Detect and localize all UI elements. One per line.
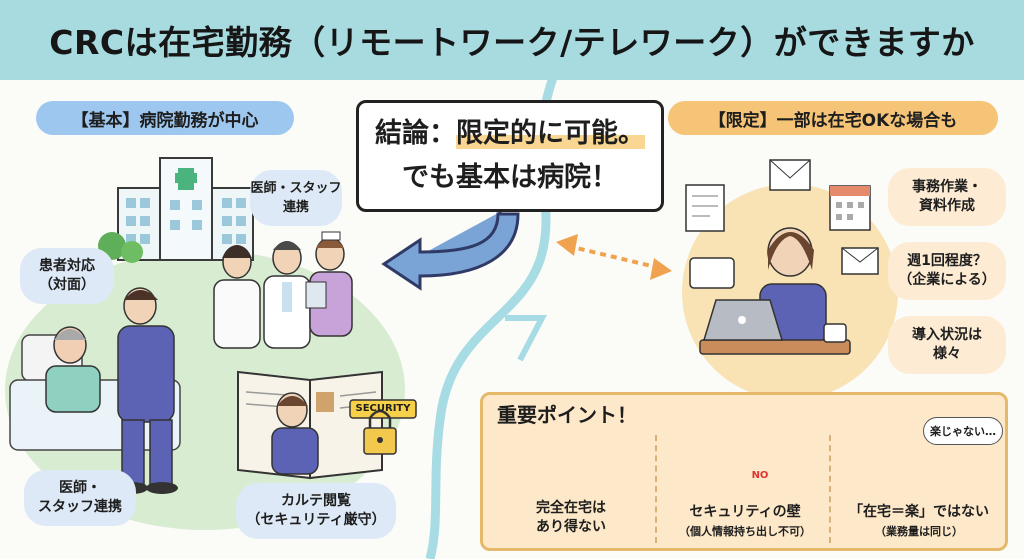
patient-care-bubble: 患者対応 （対面） (20, 248, 114, 304)
limited-section-label: 【限定】一部は在宅OKな場合も (668, 101, 998, 135)
conclusion-line1: 結論：限定的に可能。 (375, 112, 645, 156)
basic-section-label: 【基本】病院勤務が中心 (36, 101, 294, 135)
conclusion-highlight: 限定的に可能。 (456, 118, 645, 149)
adoption-bubble: 導入状況は様々 (888, 316, 1006, 374)
point-card-subtitle: （業務量は同じ） (875, 525, 963, 538)
important-heading: 重要ポイント！ (497, 403, 637, 427)
point-card-workload: 「在宅＝楽」ではない （業務量は同じ） (837, 429, 1001, 547)
medical-staff-group-icon (213, 231, 353, 349)
page-title: CRCは在宅勤務（リモートワーク/テレワーク）ができますか (49, 23, 975, 62)
staff-link-bubble: 医師・スタッフ連携 (250, 170, 342, 226)
clerical-bubble-line2: 資料作成 (919, 198, 975, 214)
remote-worker-icon (685, 159, 879, 355)
clerical-bubble-line1: 事務作業・ (912, 179, 982, 195)
patient-care-icon (9, 287, 181, 494)
frequency-bubble: 週1回程度？ （企業による） (888, 242, 1006, 300)
medical-record-book-icon (237, 370, 417, 480)
point-card-subtitle: （個人情報持ち出し不可） (679, 525, 811, 538)
no-sign: NO (751, 470, 769, 481)
security-sign: SECURITY (355, 403, 411, 414)
doctor-bubble-line1: 医師・ (59, 480, 101, 496)
divider (829, 435, 831, 543)
point-card-title: セキュリティの壁 (689, 504, 801, 520)
patient-bubble-line1: 患者対応 (39, 258, 95, 274)
karte-bubble-line1: カルテ閲覧 (280, 493, 351, 509)
staff-bubble-line2: 連携 (282, 200, 309, 215)
speech-bubble: 楽じゃない… (923, 417, 1003, 445)
conclusion-line2: でも基本は病院！ (402, 162, 618, 193)
point-card-security: セキュリティの壁 （個人情報持ち出し不可） (663, 429, 827, 547)
point-card-title: 「在宅＝楽」ではない (849, 504, 989, 520)
adoption-bubble-line2: 様々 (933, 346, 961, 362)
point-card-title: 完全在宅は あり得ない (489, 499, 653, 537)
clerical-work-bubble: 事務作業・資料作成 (888, 168, 1006, 226)
staff-bubble-line1: 医師・スタッフ (250, 181, 342, 196)
conclusion-box: 結論：限定的に可能。 でも基本は病院！ (356, 100, 664, 212)
important-points-panel: 重要ポイント！ 完全在宅は あり得ない セキュリティの壁 （個人情報持ち出し不可… (480, 392, 1008, 551)
adoption-bubble-line1: 導入状況は (912, 327, 982, 343)
card-title-line2: あり得ない (536, 519, 606, 535)
frequency-bubble-line1: 週1回程度？ (907, 253, 987, 269)
hospital-icon (98, 157, 254, 263)
curved-arrow-icon (381, 212, 520, 291)
karte-bubble-line2: （セキュリティ厳守） (246, 512, 386, 528)
river-arrow-icon (505, 315, 547, 362)
point-card-remote: 完全在宅は あり得ない (489, 429, 653, 547)
patient-bubble-line2: （対面） (39, 277, 95, 293)
card-title-line1: 完全在宅は (536, 500, 606, 516)
doctor-link-bubble: 医師・スタッフ連携 (24, 470, 136, 526)
divider (655, 435, 657, 543)
title-banner: CRCは在宅勤務（リモートワーク/テレワーク）ができますか (0, 0, 1024, 80)
doctor-bubble-line2: スタッフ連携 (38, 499, 122, 515)
conclusion-prefix: 結論： (375, 118, 456, 149)
double-arrow-icon (567, 244, 661, 270)
frequency-bubble-line2: （企業による） (898, 272, 996, 288)
karte-bubble: カルテ閲覧 （セキュリティ厳守） (236, 483, 396, 539)
